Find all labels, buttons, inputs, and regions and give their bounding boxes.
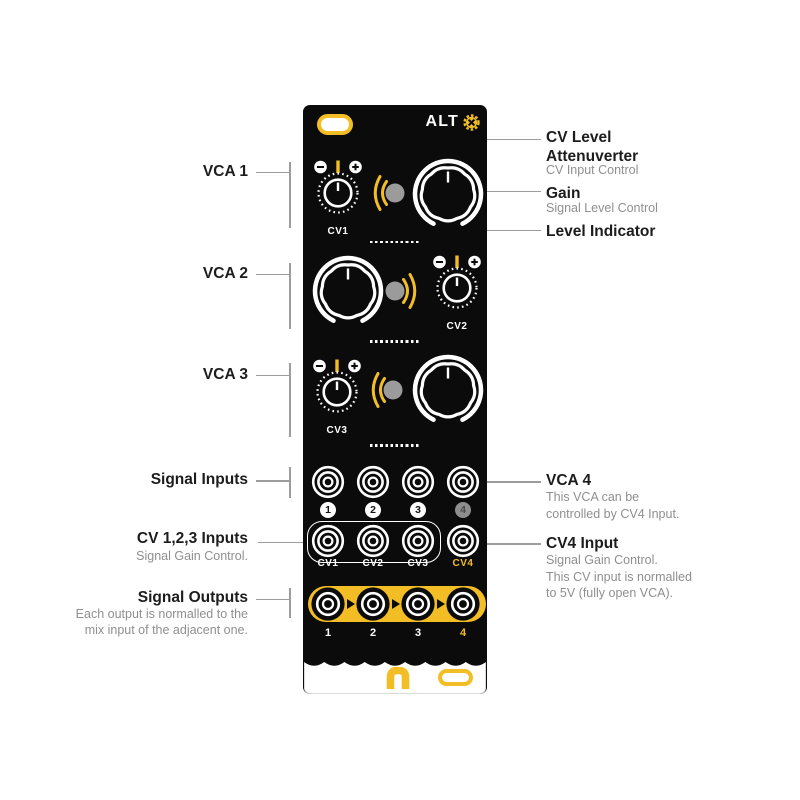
callout-line — [256, 480, 289, 482]
annotation-vca2-title: VCA 2 — [202, 265, 248, 282]
annotation-signal-inputs-title: Signal Inputs — [150, 471, 248, 488]
callout-bracket — [289, 588, 291, 618]
maker-pill-icon — [438, 669, 473, 686]
small-knob-icon — [314, 160, 362, 214]
vca2-gain-knob — [312, 255, 384, 323]
signal-output-jack-2 — [356, 587, 390, 621]
panel-bottom-strip — [304, 659, 486, 694]
callout-line — [487, 543, 541, 545]
output-number-3: 3 — [414, 627, 422, 639]
callout-line — [487, 138, 541, 141]
callout-line — [487, 229, 541, 232]
vca2-level-led — [385, 273, 417, 309]
annotation-cv-level-title: CV Level Attenuverter — [546, 129, 639, 165]
callout-line — [256, 273, 289, 276]
annotation-vca3-title: VCA 3 — [202, 366, 248, 383]
callout-line — [256, 374, 289, 377]
wave-edge — [304, 659, 486, 666]
cv-input-jack-4 — [446, 524, 480, 558]
cv-input-label-4: CV4 — [452, 558, 474, 569]
vca3-level-led — [371, 372, 403, 408]
annotation-signal-outputs-title: Signal Outputs — [137, 589, 248, 606]
annotation-cv-inputs-title: CV 1,2,3 Inputs — [136, 530, 248, 547]
cv2-knob-label: CV2 — [446, 321, 468, 332]
maker-mark-icon — [386, 667, 410, 689]
input-number-badge-3: 3 — [410, 502, 426, 518]
brand-text: ALT — [425, 113, 459, 130]
annotation-cv-inputs-sub: Signal Gain Control. — [136, 549, 248, 563]
callout-bracket — [289, 162, 291, 228]
cv-input-jack-3 — [401, 524, 435, 558]
annotation-gain-sub: Signal Level Control — [546, 201, 658, 215]
annotation-vca1-title: VCA 1 — [202, 163, 248, 180]
vca1-cv-attenuverter-knob: CV1 — [310, 159, 366, 237]
vca2-cv-attenuverter-knob: CV2 — [429, 254, 485, 332]
gear-icon — [463, 113, 480, 131]
annotation-vca4-title: VCA 4 — [546, 472, 592, 489]
signal-input-jack-2 — [356, 465, 390, 499]
cv-input-jack-1 — [311, 524, 345, 558]
level-indicator-dots — [370, 444, 420, 447]
callout-bracket — [289, 263, 291, 329]
annotation-cv-level-sub: CV Input Control — [546, 163, 639, 177]
cv123-group-outline — [307, 521, 441, 563]
callout-bracket — [289, 467, 291, 498]
signal-input-jack-3 — [401, 465, 435, 499]
brand-pill-logo — [317, 114, 353, 135]
annotation-level-indicator-title: Level Indicator — [546, 223, 656, 240]
signal-output-jack-4 — [446, 587, 480, 621]
vca3-gain-knob — [412, 354, 484, 422]
callout-bracket — [289, 363, 291, 437]
input-number-badge-4: 4 — [455, 502, 471, 518]
signal-input-jack-1 — [311, 465, 345, 499]
normalling-arrow-icon — [346, 599, 355, 609]
callout-line — [487, 481, 541, 483]
vca1-gain-knob — [412, 158, 484, 226]
cv-input-jack-2 — [356, 524, 390, 558]
level-indicator-dots — [370, 240, 420, 244]
output-number-4: 4 — [459, 627, 467, 639]
input-number-badge-2: 2 — [365, 502, 381, 518]
annotation-cv4-input-sub: Signal Gain Control. This CV input is no… — [546, 553, 692, 600]
annotation-signal-outputs-sub: Each output is normalled to the mix inpu… — [75, 607, 248, 637]
input-number-badge-1: 1 — [320, 502, 336, 518]
output-number-2: 2 — [369, 627, 377, 639]
cv-input-label-2: CV2 — [362, 558, 384, 569]
level-indicator-dots — [370, 340, 420, 343]
signal-output-jack-1 — [311, 587, 345, 621]
vca3-cv-attenuverter-knob: CV3 — [309, 358, 365, 436]
cv3-knob-label: CV3 — [326, 425, 348, 436]
signal-input-jack-4 — [446, 465, 480, 499]
cv-input-label-3: CV3 — [407, 558, 429, 569]
normalling-arrow-icon — [436, 599, 445, 609]
callout-line — [258, 541, 303, 544]
signal-output-jack-3 — [401, 587, 435, 621]
cv1-knob-label: CV1 — [327, 226, 349, 237]
module-panel: ALT CV1 — [303, 105, 487, 694]
normalling-arrow-icon — [391, 599, 400, 609]
callout-line — [487, 190, 541, 193]
annotation-gain-title: Gain — [546, 185, 581, 202]
cv-input-label-1: CV1 — [317, 558, 339, 569]
brand: ALT — [425, 113, 480, 131]
annotation-cv4-input-title: CV4 Input — [546, 535, 619, 552]
callout-line — [256, 598, 289, 601]
vca1-level-led — [373, 175, 405, 211]
annotation-vca4-sub: This VCA can be controlled by CV4 Input. — [546, 490, 680, 521]
callout-line — [256, 171, 289, 174]
small-knob-icon — [433, 255, 481, 309]
output-number-1: 1 — [324, 627, 332, 639]
small-knob-icon — [313, 359, 361, 413]
